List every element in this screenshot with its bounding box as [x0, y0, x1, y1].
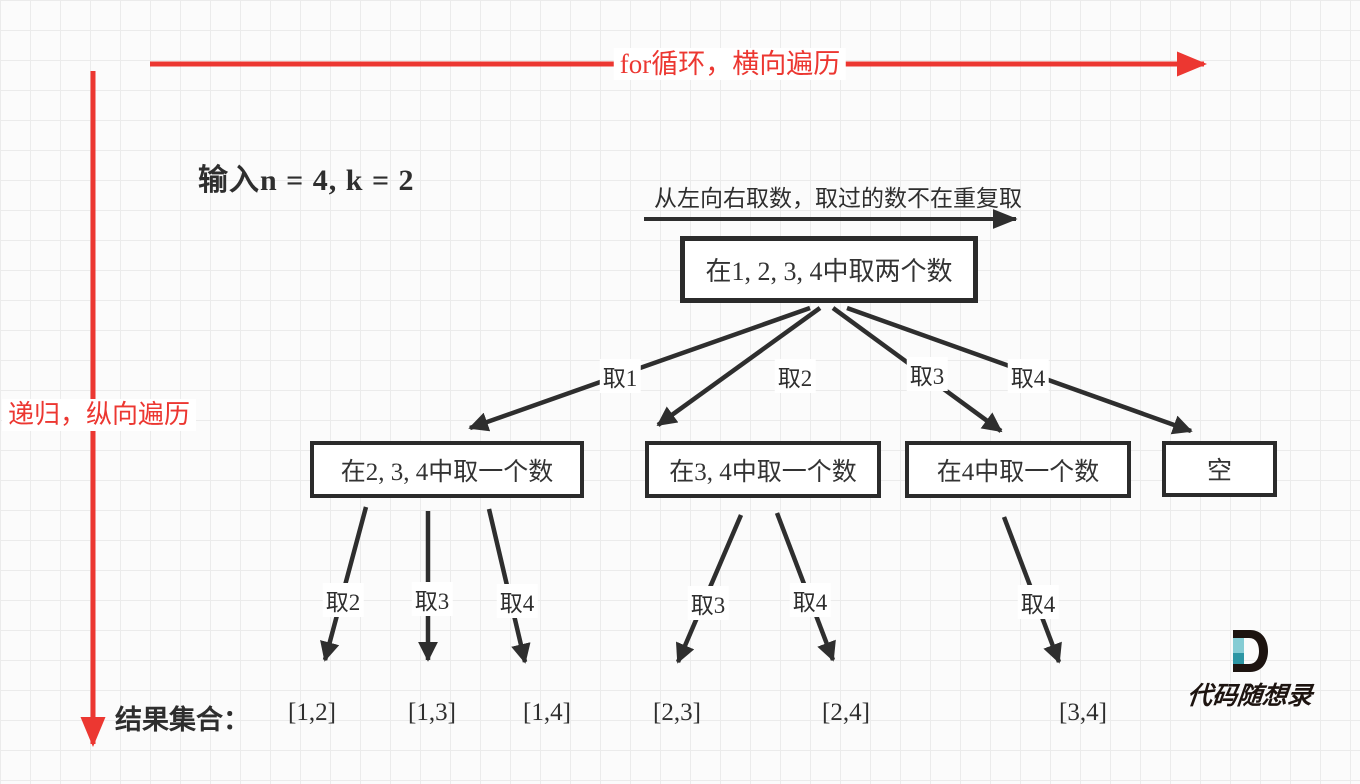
tree-node-empty: 空: [1162, 441, 1277, 497]
result-set-label: 结果集合：: [115, 705, 250, 735]
edge-label-n3-pick4: 取4: [1017, 585, 1059, 619]
brand-d-icon: [1233, 630, 1268, 672]
result-value-13: [1,3]: [408, 699, 456, 726]
recursion-label: 递归，纵向遍历: [2, 399, 197, 431]
edge-root-pick2: [656, 306, 822, 427]
edge-label-n2-pick4: 取4: [789, 583, 831, 617]
input-parameters-label: 输入n = 4, k = 2: [198, 164, 415, 197]
result-value-34: [3,4]: [1059, 699, 1107, 726]
tree-node-234: 在2, 3, 4中取一个数: [310, 441, 584, 498]
edge-label-pick3: 取3: [906, 357, 948, 391]
edge-label-n1-pick2: 取2: [322, 583, 364, 617]
tree-node-34: 在3, 4中取一个数: [645, 441, 881, 498]
edge-label-n1-pick3: 取3: [411, 582, 453, 616]
pick-note-label: 从左向右取数，取过的数不在重复取: [654, 186, 1022, 211]
edge-label-pick2: 取2: [774, 359, 816, 393]
edge-label-pick4: 取4: [1007, 359, 1049, 393]
result-value-12: [1,2]: [288, 699, 336, 726]
result-value-24: [2,4]: [822, 699, 870, 726]
edge-label-n1-pick4: 取4: [496, 584, 538, 618]
edge-label-pick1: 取1: [599, 359, 641, 393]
tree-node-4: 在4中取一个数: [905, 441, 1131, 498]
for-loop-label: for循环，横向遍历: [613, 48, 847, 80]
edge-label-n2-pick3: 取3: [687, 586, 729, 620]
brand-name: 代码随想录: [1185, 683, 1314, 710]
result-value-14: [1,4]: [523, 699, 571, 726]
brand-watermark: 代码随想录: [1180, 628, 1320, 712]
result-value-23: [2,3]: [653, 699, 701, 726]
tree-node-root: 在1, 2, 3, 4中取两个数: [680, 236, 978, 303]
